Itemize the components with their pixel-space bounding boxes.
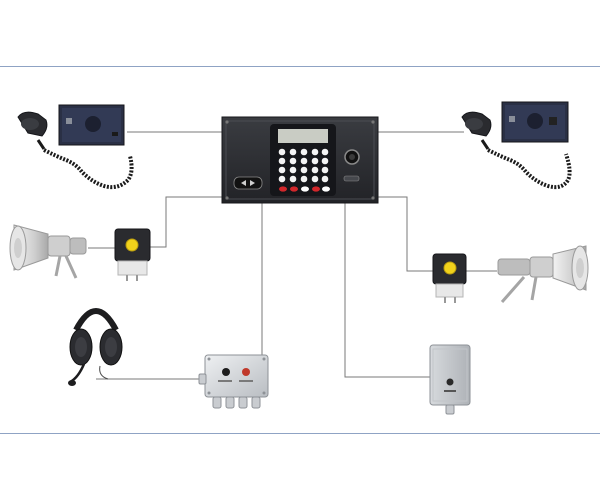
bottom-border-line (0, 433, 600, 434)
wire-wall-station (344, 203, 430, 378)
lcd-display (278, 129, 328, 143)
central-control-unit (221, 116, 379, 204)
wall-station (429, 344, 471, 415)
right-loudspeaker (497, 245, 589, 303)
coiled-cord (43, 148, 134, 190)
top-border-line (0, 66, 600, 67)
function-keys (279, 186, 330, 192)
left-handset-station (17, 104, 134, 190)
handset-icon (17, 111, 48, 150)
headset (68, 308, 123, 386)
wire-left-button (150, 196, 222, 248)
handset-icon (461, 111, 492, 150)
rocker-switch-icon (233, 176, 263, 190)
wire-right-button (378, 196, 433, 272)
left-loudspeaker (9, 224, 87, 279)
wire-junction-box (205, 203, 263, 380)
headset-junction-box (198, 354, 269, 409)
coiled-cord (487, 148, 572, 190)
right-call-button (432, 253, 467, 303)
keypad-keys (278, 148, 329, 183)
left-call-button (114, 228, 151, 281)
right-handset-station (461, 101, 572, 190)
